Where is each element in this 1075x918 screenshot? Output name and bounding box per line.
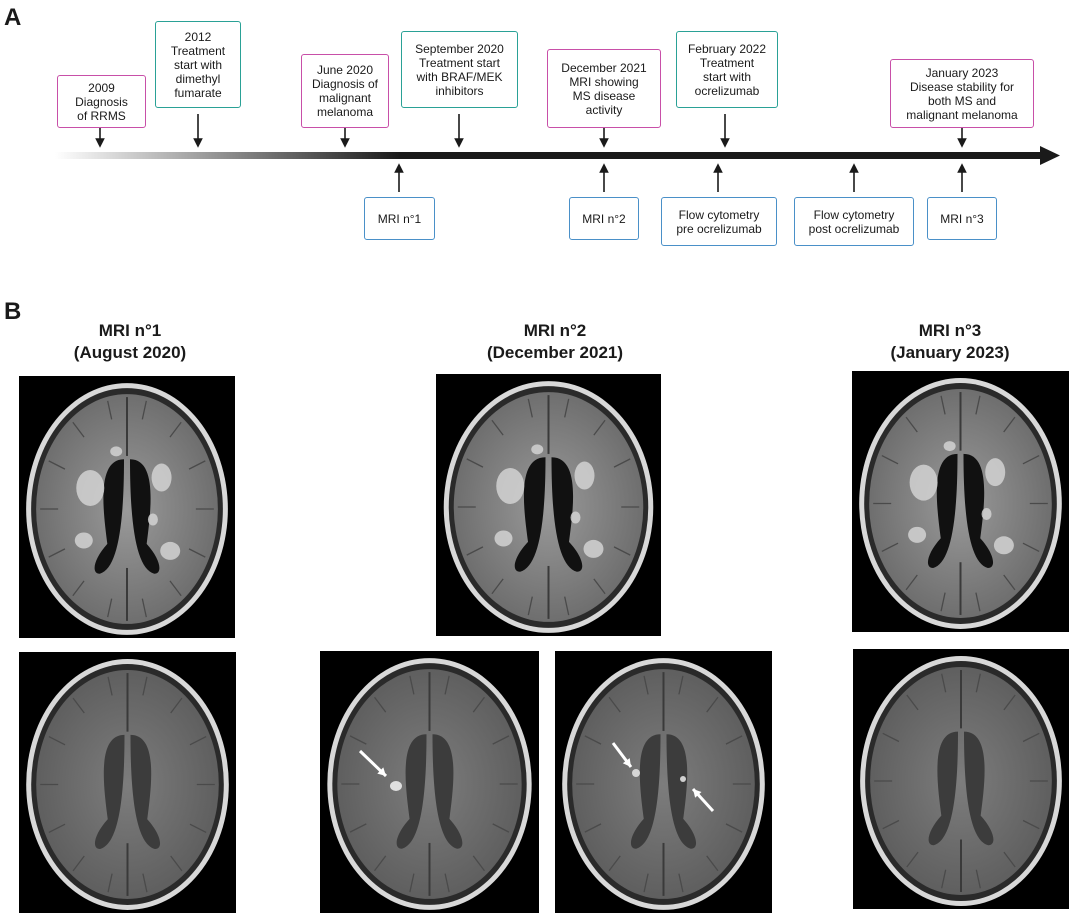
event-box-feb2022: February 2022 Treatment start with ocrel… — [676, 31, 778, 108]
panel-b-label: B — [4, 298, 22, 325]
timeline-arrowhead — [1040, 146, 1060, 165]
event-text-dec2021: December 2021 MRI showing MS disease act… — [561, 60, 647, 117]
event-box-flow-pre: Flow cytometry pre ocrelizumab — [661, 197, 777, 246]
mri1-t1-scan — [19, 652, 236, 913]
timeline-graphic — [55, 114, 1060, 192]
event-text-2009: 2009 Diagnosis of RRMS — [75, 80, 128, 123]
mri2-flair-scan — [436, 374, 661, 636]
event-text-flow-post: Flow cytometry post ocrelizumab — [808, 207, 900, 236]
mri2-t1-scan-a — [320, 651, 539, 913]
event-box-2009: 2009 Diagnosis of RRMS — [57, 75, 146, 128]
event-text-feb2022: February 2022 Treatment start with ocrel… — [687, 41, 767, 98]
mri2-title: MRI n°2 (December 2021) — [486, 321, 624, 362]
mri3-title: MRI n°3 (January 2023) — [890, 321, 1010, 362]
mri1-title: MRI n°1 (August 2020) — [73, 321, 187, 362]
event-text-mri2: MRI n°2 — [582, 211, 626, 226]
event-box-jun2020: June 2020 Diagnosis of malignant melanom… — [301, 54, 389, 128]
event-box-flow-post: Flow cytometry post ocrelizumab — [794, 197, 914, 246]
panel-a-label: A — [4, 4, 22, 31]
event-box-2012: 2012 Treatment start with dimethyl fumar… — [155, 21, 241, 108]
timeline-bar — [55, 152, 1040, 159]
event-box-mri3: MRI n°3 — [927, 197, 997, 240]
event-text-flow-pre: Flow cytometry pre ocrelizumab — [676, 207, 762, 236]
mri2-t1-scan-b — [555, 651, 772, 913]
event-text-2012: 2012 Treatment start with dimethyl fumar… — [170, 29, 226, 100]
event-text-mri1: MRI n°1 — [377, 211, 422, 226]
event-box-jan2023: January 2023 Disease stability for both … — [890, 59, 1034, 128]
event-box-mri2: MRI n°2 — [569, 197, 639, 240]
mri3-t1-scan — [853, 649, 1069, 909]
event-text-jun2020: June 2020 Diagnosis of malignant melanom… — [311, 63, 379, 119]
event-text-mri3: MRI n°3 — [940, 211, 984, 226]
mri3-flair-scan — [852, 371, 1069, 632]
event-text-sep2020: September 2020 Treatment start with BRAF… — [415, 41, 504, 98]
event-text-jan2023: January 2023 Disease stability for both … — [906, 65, 1018, 122]
event-box-dec2021: December 2021 MRI showing MS disease act… — [547, 49, 661, 128]
mri1-flair-scan — [19, 376, 235, 638]
event-box-sep2020: September 2020 Treatment start with BRAF… — [401, 31, 518, 108]
event-box-mri1: MRI n°1 — [364, 197, 435, 240]
